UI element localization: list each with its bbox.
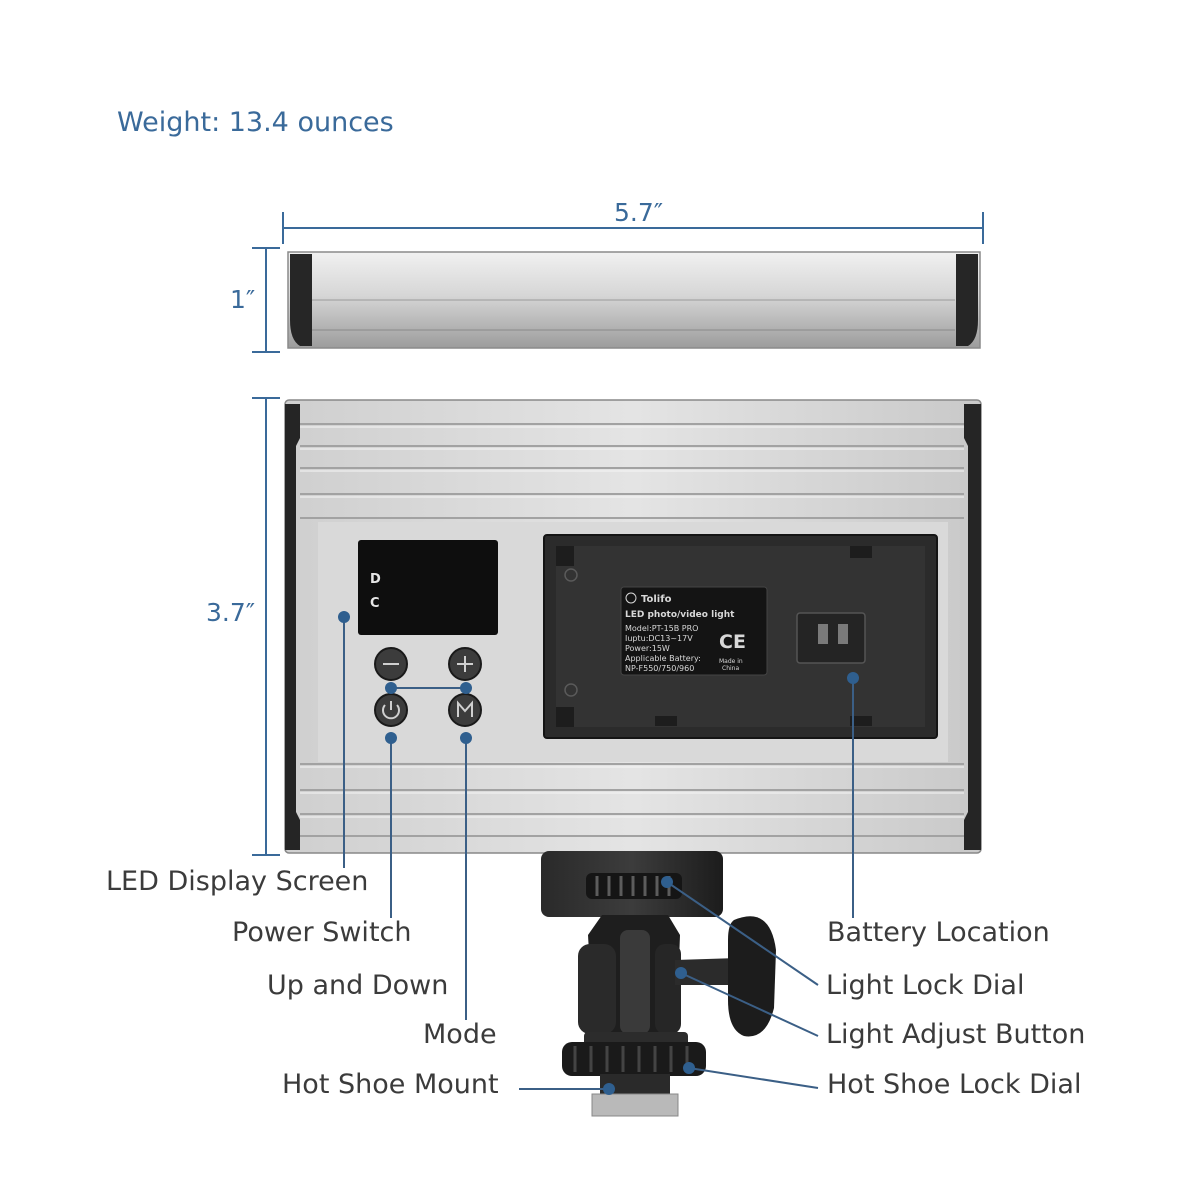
label-power: Power:15W bbox=[625, 644, 670, 653]
marker-mode bbox=[460, 732, 472, 744]
mode-button[interactable] bbox=[448, 693, 482, 727]
leader-light-lock bbox=[666, 881, 819, 986]
label-ce-mark: CE bbox=[719, 631, 746, 653]
label-model: Model:PT-15B PRO bbox=[625, 624, 698, 633]
label-brand: Tolifo bbox=[641, 594, 672, 605]
callout-led-display-screen: LED Display Screen bbox=[106, 866, 369, 897]
height-dimension-line bbox=[252, 397, 280, 856]
display-letter-d: D bbox=[370, 572, 381, 587]
width-dimension-label: 5.7″ bbox=[614, 198, 664, 227]
power-button[interactable] bbox=[374, 693, 408, 727]
up-button[interactable] bbox=[448, 647, 482, 681]
label-battery: Applicable Battery: bbox=[625, 654, 701, 663]
marker-hot-shoe-lock bbox=[683, 1062, 695, 1074]
callout-hot-shoe-lock-dial: Hot Shoe Lock Dial bbox=[827, 1069, 1082, 1100]
callout-hot-shoe-mount: Hot Shoe Mount bbox=[282, 1069, 499, 1100]
label-made-in: Made in bbox=[719, 658, 743, 665]
marker-light-lock bbox=[661, 876, 673, 888]
down-button[interactable] bbox=[374, 647, 408, 681]
callout-mode: Mode bbox=[423, 1019, 497, 1050]
weight-label: Weight: 13.4 ounces bbox=[117, 107, 394, 138]
callout-power-switch: Power Switch bbox=[232, 917, 412, 948]
callout-battery-location: Battery Location bbox=[827, 917, 1050, 948]
leader-hot-shoe-lock bbox=[688, 1067, 819, 1089]
callout-light-lock-dial: Light Lock Dial bbox=[826, 970, 1025, 1001]
led-display-screen bbox=[358, 540, 498, 635]
label-input: Iuptu:DC13~17V bbox=[625, 634, 693, 643]
marker-light-adjust bbox=[675, 967, 687, 979]
mount-bracket bbox=[541, 851, 776, 1117]
top-view-bar bbox=[287, 251, 981, 349]
label-china: China bbox=[722, 665, 739, 672]
label-product: LED photo/video light bbox=[625, 610, 735, 620]
marker-power bbox=[385, 732, 397, 744]
thickness-dimension-line bbox=[252, 247, 280, 353]
callout-up-and-down: Up and Down bbox=[267, 970, 449, 1001]
marker-down bbox=[460, 682, 472, 694]
display-letter-c: C bbox=[370, 596, 380, 611]
battery-plate bbox=[543, 534, 938, 739]
marker-battery bbox=[847, 672, 859, 684]
width-dimension-line bbox=[282, 212, 984, 244]
marker-up bbox=[385, 682, 397, 694]
thickness-dimension-label: 1″ bbox=[230, 285, 256, 314]
marker-led-display bbox=[338, 611, 350, 623]
marker-hot-shoe-mount bbox=[603, 1083, 615, 1095]
callout-light-adjust-button: Light Adjust Button bbox=[826, 1019, 1086, 1050]
label-battery-models: NP-F550/750/960 bbox=[625, 664, 694, 673]
leader-light-adjust bbox=[680, 972, 819, 1037]
height-dimension-label: 3.7″ bbox=[206, 598, 256, 627]
